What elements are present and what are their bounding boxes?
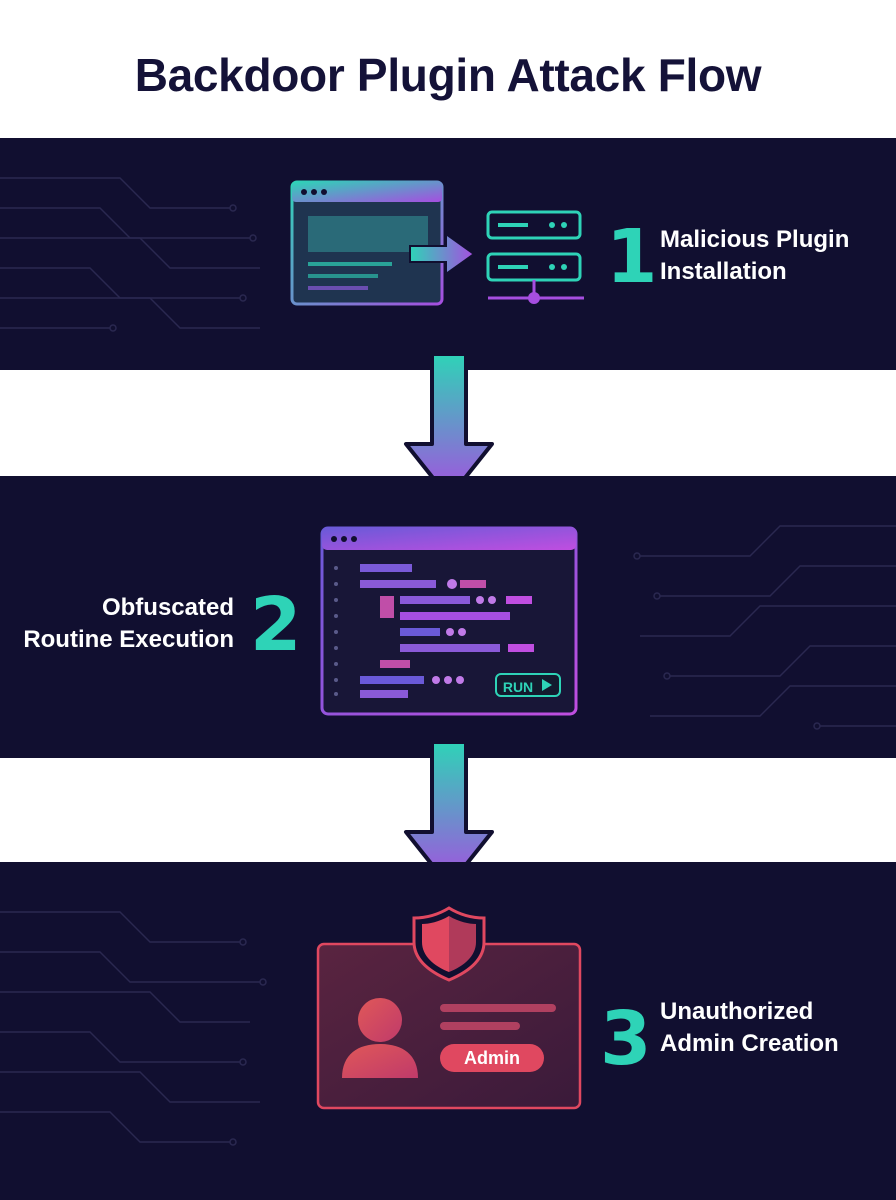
step-1-label-line1: Malicious Plugin [660, 226, 850, 253]
run-button[interactable] [495, 673, 561, 697]
page-title: Backdoor Plugin Attack Flow [134, 49, 762, 101]
browser-to-server-icon [290, 180, 584, 306]
step-2-number: 2 [250, 582, 302, 668]
step-1-panel: 1 Malicious Plugin Installation [0, 138, 896, 370]
step-3-label-line1: Unauthorized [660, 998, 814, 1025]
circuit-background [0, 911, 267, 1146]
run-button-label[interactable]: RUN [502, 679, 534, 695]
step-3-label-line2: Admin Creation [660, 1030, 839, 1057]
down-arrow-icon [404, 352, 494, 500]
shield-icon [412, 906, 486, 982]
step-1-label: Malicious Plugin Installation [660, 224, 849, 288]
step-2-label: Obfuscated Routine Execution [0, 592, 234, 656]
code-editor-icon [320, 526, 578, 716]
admin-badge: Admin [464, 1048, 520, 1068]
step-1-number: 1 [606, 214, 658, 300]
step-3-label: Unauthorized Admin Creation [660, 996, 839, 1060]
down-arrow-icon [404, 740, 494, 888]
circuit-background [0, 177, 260, 332]
step-2-label-line1: Obfuscated [101, 594, 234, 621]
step-3-panel: Admin 3 Unauthorized Admin Creation [0, 862, 896, 1200]
step-3-number: 3 [600, 996, 652, 1082]
step-2-panel: RUN Obfuscated Routine Execution 2 [0, 476, 896, 758]
circuit-background [633, 525, 896, 730]
user-avatar-icon [342, 998, 418, 1078]
step-2-label-line2: Routine Execution [23, 626, 234, 653]
step-1-label-line2: Installation [660, 258, 787, 285]
admin-id-card-icon [316, 906, 582, 1110]
